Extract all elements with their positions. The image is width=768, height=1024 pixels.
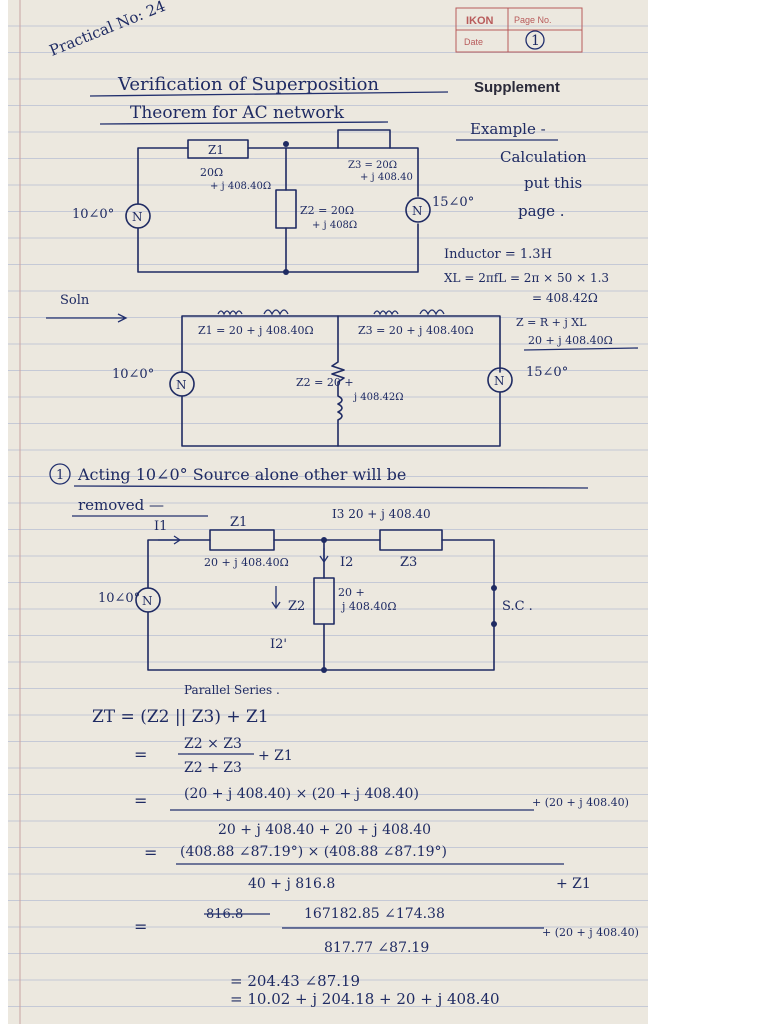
step-number: 1 [56, 468, 64, 483]
xl-formula: XL = 2πfL = 2π × 50 × 1.3 [444, 271, 609, 285]
step-heading: Acting 10∠0° Source alone other will be [77, 465, 406, 484]
soln-label: Soln [60, 293, 90, 308]
eq-4: = [144, 843, 157, 862]
calc-line-1: Calculation [500, 148, 587, 166]
c2-source-right-symbol: N [494, 374, 505, 388]
math-line-4-den: 40 + j 816.8 [248, 876, 335, 892]
math-line-4-num: (408.88 ∠87.19°) × (408.88 ∠87.19°) [180, 844, 447, 860]
page-no-label: Page No. [514, 15, 552, 25]
math-line-3-num: (20 + j 408.40) × (20 + j 408.40) [184, 786, 419, 802]
page-number: 1 [531, 33, 540, 49]
c2-source-left-icon [169, 371, 195, 397]
zt-derivation: Parallel Series . ZT = (Z2 || Z3) + Z1 =… [92, 683, 639, 1008]
math-line-7: = 10.02 + j 204.18 + 20 + j 408.40 [230, 990, 500, 1008]
c1-z3-val1: Z3 = 20Ω [348, 160, 397, 171]
c3-z2-label: Z2 [288, 599, 305, 614]
c2-z1-val: Z1 = 20 + j 408.40Ω [198, 324, 314, 337]
supplement-label: Supplement [474, 79, 560, 96]
source-left-symbol: N [132, 210, 143, 224]
math-line-6: = 204.43 ∠87.19 [230, 972, 360, 990]
math-line-2-tail: + Z1 [258, 748, 293, 764]
z1-resistor [187, 139, 249, 159]
c1-z1-val2: + j 408.40Ω [210, 181, 271, 192]
circuit-3: N I1 Z1 20 + j 408.40Ω I3 20 + j 408.40 … [98, 507, 533, 673]
c1-source-left-value: 10∠0° [72, 207, 114, 222]
math-annotation: Parallel Series . [184, 683, 280, 697]
c3-i2-label: I2 [340, 555, 353, 570]
c3-sc-label: S.C . [502, 599, 533, 614]
calc-line-3: page . [518, 202, 565, 220]
c3-i2p-label: I2' [270, 637, 287, 652]
source-right-icon [405, 197, 431, 223]
c2-source-right-icon [487, 367, 513, 393]
step-heading-2: removed — [78, 496, 164, 514]
math-line-5-den: 817.77 ∠87.19 [324, 940, 429, 956]
xl-value: = 408.42Ω [532, 291, 598, 305]
math-line-1: ZT = (Z2 || Z3) + Z1 [92, 707, 269, 727]
c3-z2-val1: 20 + [338, 586, 365, 599]
z3-resistor [337, 129, 391, 149]
eq-3: = [134, 791, 147, 810]
title-line-1: Verification of Superposition [117, 74, 379, 95]
soln-arrow-icon [46, 313, 128, 323]
circuit-1: N N Z1 20Ω + j 408.40Ω Z3 = 20Ω + j 408.… [72, 129, 474, 275]
c1-z1-label: Z1 [208, 143, 224, 157]
date-label: Date [464, 37, 483, 47]
math-line-4-tail: + Z1 [556, 876, 591, 892]
z-value: 20 + j 408.40Ω [528, 334, 613, 347]
step-number-badge [49, 463, 71, 485]
practical-label: Practical No: 24 [47, 0, 168, 60]
c3-source-icon [135, 587, 161, 613]
c3-z1-label: Z1 [230, 515, 247, 530]
header-box: IKON Page No. Date 1 [455, 7, 583, 53]
z-formula: Z = R + j XL [516, 316, 587, 329]
math-line-2-den: Z2 + Z3 [184, 760, 242, 776]
c2-source-left-symbol: N [176, 378, 187, 392]
c3-source-value: 10∠0° [98, 591, 140, 606]
c1-z3-val2: + j 408.40 [360, 172, 413, 183]
brand-label: IKON [466, 15, 494, 27]
circuit-2: N N Z1 = 20 + j 408.40Ω Z3 = 20 + j 408.… [112, 309, 568, 447]
c2-z2-val2: j 408.42Ω [353, 392, 404, 403]
math-line-3-den: 20 + j 408.40 + 20 + j 408.40 [218, 822, 431, 838]
c3-i3-label: I3 20 + j 408.40 [332, 507, 431, 521]
math-line-5-tail: + (20 + j 408.40) [542, 926, 639, 939]
c1-z1-val1: 20Ω [200, 166, 223, 179]
c2-z2-val1: Z2 = 20 + [296, 376, 354, 389]
example-label: Example - [470, 120, 546, 138]
c3-z1-resistor [209, 529, 275, 551]
c3-source-symbol: N [142, 594, 153, 608]
math-line-5-num: 167182.85 ∠174.38 [304, 906, 445, 922]
c3-z3-resistor [379, 529, 443, 551]
notebook-page: IKON Page No. Date 1 Practical No: 24 Ve… [8, 0, 648, 1024]
c1-z2-val1: Z2 = 20Ω [300, 204, 354, 217]
c1-source-right-value: 15∠0° [432, 195, 474, 210]
i2p-arrow-icon [271, 586, 281, 610]
c2-source-right-value: 15∠0° [526, 365, 568, 380]
eq-2: = [134, 745, 147, 764]
inductor-note: Inductor = 1.3H [444, 247, 552, 262]
c2-z3-val: Z3 = 20 + j 408.40Ω [358, 324, 474, 337]
calc-line-2: put this [524, 174, 582, 192]
c3-z3-label: Z3 [400, 555, 417, 570]
source-left-icon [125, 203, 151, 229]
page-content: IKON Page No. Date 1 Practical No: 24 Ve… [8, 0, 648, 1024]
c3-i1-label: I1 [154, 519, 167, 534]
c3-z2-resistor [313, 577, 335, 625]
i1-arrow-icon [158, 535, 182, 545]
c2-source-left-value: 10∠0° [112, 367, 154, 382]
source-right-symbol: N [412, 204, 423, 218]
title-line-2: Theorem for AC network [130, 103, 345, 123]
math-line-2-num: Z2 × Z3 [184, 736, 242, 752]
eq-5: = [134, 917, 147, 936]
c3-z2-val2: j 408.40Ω [340, 600, 397, 613]
c1-z2-val2: + j 408Ω [312, 220, 357, 231]
math-line-3-tail: + (20 + j 408.40) [532, 796, 629, 809]
i2-arrow-icon [319, 548, 329, 564]
z2-resistor [275, 189, 297, 229]
c3-z1-val: 20 + j 408.40Ω [204, 556, 289, 569]
